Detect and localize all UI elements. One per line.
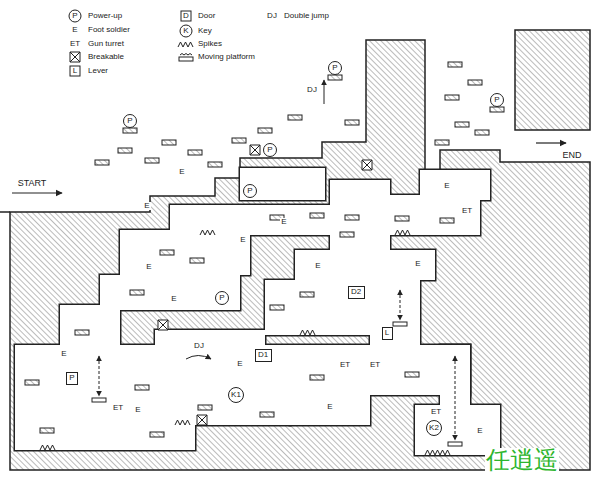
moving-platform-path xyxy=(92,290,462,446)
double-jump-mark: DJ xyxy=(193,342,205,350)
item-letter: K1 xyxy=(231,391,241,399)
item-circle: P xyxy=(490,93,504,107)
item-circle: P xyxy=(263,143,277,157)
gun-turret: ET xyxy=(461,207,473,215)
item-letter: L xyxy=(385,329,389,337)
item-letter: P xyxy=(267,146,272,154)
foot-soldier: E xyxy=(314,262,321,270)
legend-symbol-letter: D xyxy=(182,12,190,20)
rock-mass xyxy=(0,30,590,470)
foot-soldier: E xyxy=(476,427,483,435)
start-label: START xyxy=(17,179,48,188)
foot-soldier: E xyxy=(414,260,421,268)
gun-turret: ET xyxy=(430,408,442,416)
platform xyxy=(25,62,504,437)
legend-symbol-letter: L xyxy=(72,67,78,75)
item-circle: K1 xyxy=(228,387,244,403)
legend-text: Door xyxy=(198,12,215,20)
foot-soldier: E xyxy=(443,182,450,190)
foot-soldier: E xyxy=(178,168,185,176)
legend-text: Key xyxy=(198,27,212,35)
foot-soldier: E xyxy=(170,295,177,303)
foot-soldier: E xyxy=(236,360,243,368)
item-letter: P xyxy=(127,117,132,125)
spikes xyxy=(40,230,450,455)
item-circle: P xyxy=(215,291,229,305)
watermark: 任逍遥 xyxy=(485,448,559,472)
foot-soldier: E xyxy=(239,236,246,244)
item-circle: P xyxy=(243,184,257,198)
item-letter: D1 xyxy=(258,351,268,359)
legend-text: Foot soldier xyxy=(88,26,130,34)
legend-symbol-letter: K xyxy=(182,27,189,35)
double-jump-mark: DJ xyxy=(306,86,318,94)
room-outline xyxy=(15,168,500,455)
legend-text: Double jump xyxy=(284,12,329,20)
item-box: D1 xyxy=(255,349,272,362)
legend-symbol-letter: ET xyxy=(69,40,81,48)
direction-arrow xyxy=(12,143,566,193)
end-label: END xyxy=(561,151,582,160)
foot-soldier: E xyxy=(280,218,287,226)
item-letter: D2 xyxy=(351,288,361,296)
item-letter: P xyxy=(219,294,224,302)
item-box: P xyxy=(66,372,78,385)
legend-text: Power-up xyxy=(88,12,122,20)
item-letter: K2 xyxy=(429,424,439,432)
legend-text: Gun turret xyxy=(88,40,124,48)
foot-soldier: E xyxy=(60,350,67,358)
foot-soldier: E xyxy=(326,403,333,411)
item-letter: P xyxy=(247,187,252,195)
legend-symbol-letter: P xyxy=(71,12,78,20)
item-circle: P xyxy=(123,114,137,128)
gun-turret: ET xyxy=(112,404,124,412)
item-letter: P xyxy=(69,374,74,382)
legend-symbol-letter: DJ xyxy=(266,12,278,20)
item-box: D2 xyxy=(348,286,365,299)
legend-text: Breakable xyxy=(88,53,124,61)
foot-soldier: E xyxy=(134,406,141,414)
foot-soldier: E xyxy=(143,202,150,210)
item-letter: P xyxy=(332,64,337,72)
legend-symbol-letter: E xyxy=(71,26,78,34)
legend-symbol xyxy=(69,10,193,76)
breakable-block xyxy=(158,145,372,425)
gun-turret: ET xyxy=(339,361,351,369)
item-circle: P xyxy=(328,61,342,75)
foot-soldier: E xyxy=(145,263,152,271)
item-letter: P xyxy=(494,96,499,104)
gun-turret: ET xyxy=(369,361,381,369)
item-box: L xyxy=(382,327,393,340)
legend-text: Moving platform xyxy=(198,53,255,61)
legend-text: Lever xyxy=(88,67,108,75)
item-circle: K2 xyxy=(426,420,442,436)
legend-text: Spikes xyxy=(198,40,222,48)
jump-arrow xyxy=(186,80,324,359)
